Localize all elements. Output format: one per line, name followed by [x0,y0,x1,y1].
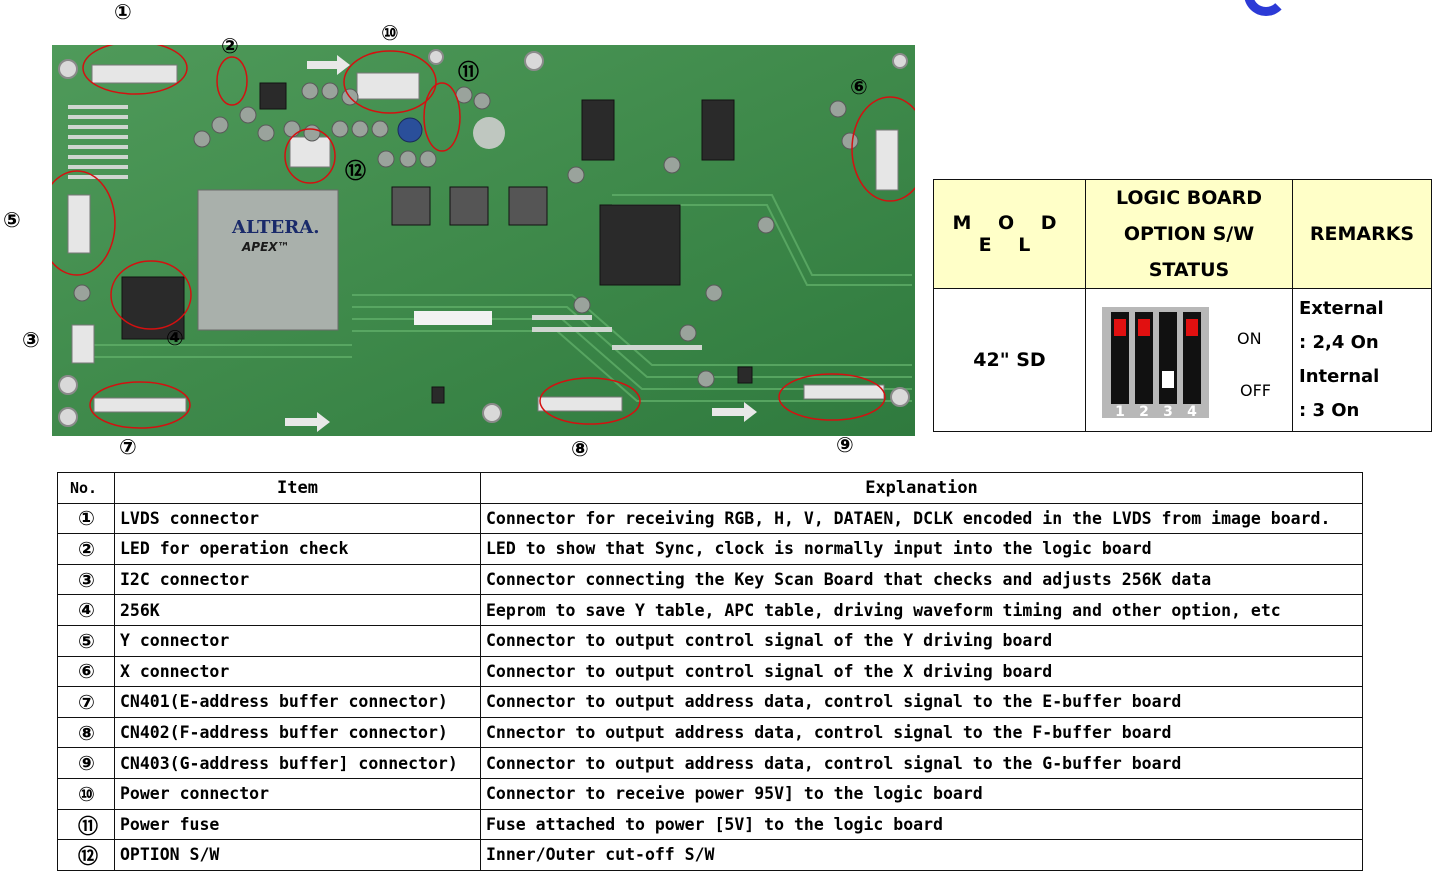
no-cell: ⑦ [57,686,115,718]
on-label: ON [1237,329,1262,348]
dip-number: 2 [1139,404,1149,418]
item-cell: X connector [114,655,481,688]
off-label: OFF [1240,381,1271,400]
dip-switch-3 [1159,312,1177,404]
dip-knob-3 [1162,371,1174,388]
altera-print: ALTERA. [231,217,319,238]
logic-header-line: LOGIC BOARD [1115,187,1263,209]
model-value: 42" SD [933,288,1086,432]
dip-number: 1 [1115,404,1125,418]
table-header-row: No. Item Explanation [57,472,1363,504]
no-cell: ⑫ [57,839,115,871]
explanation-cell: Connector to output address data, contro… [480,686,1363,718]
explanation-cell: Fuse attached to power [5V] to the logic… [480,808,1363,841]
logic-header-line: STATUS [1148,259,1230,281]
callout-label: ⑨ [836,433,854,457]
item-cell: LVDS connector [114,502,481,535]
explanation-cell: Connector to output control signal of th… [480,624,1363,657]
no-cell: ⑩ [57,777,115,810]
callout-label: ⑪ [458,60,479,84]
no-cell: ① [57,502,115,535]
item-cell: CN402(F-address buffer connector) [114,716,481,749]
remarks-line: : 3 On [1299,400,1360,421]
remarks-value: External : 2,4 On Internal : 3 On [1292,288,1432,432]
remarks-line: : 2,4 On [1299,332,1379,353]
no-cell: ⑥ [57,655,115,688]
no-cell: ④ [57,594,115,626]
item-cell: CN401(E-address buffer connector) [114,686,481,718]
dip-knob-4 [1186,319,1198,336]
no-cell: ② [57,533,115,565]
explanation-cell: Cnnector to output address data, control… [480,716,1363,749]
item-cell: LED for operation check [114,533,481,565]
no-cell: ⑪ [57,808,115,841]
explanation-cell: Connector to output control signal of th… [480,655,1363,688]
item-cell: OPTION S/W [114,839,481,871]
callout-label: ④ [166,326,184,350]
apex-print: APEX™ [241,240,290,254]
no-cell: ③ [57,563,115,596]
logic-board-photo: ALTERA. APEX™ [52,45,915,436]
logo-fragment [1244,0,1288,16]
callout-label: ⑦ [119,435,137,459]
item-cell: CN403(G-address buffer] connector) [114,747,481,779]
remarks-header: REMARKS [1292,179,1432,289]
item-cell: Y connector [114,624,481,657]
dip-knob-1 [1114,319,1126,336]
explanation-cell: Connector for receiving RGB, H, V, DATAE… [480,502,1363,535]
logic-header-line: OPTION S/W [1123,223,1255,245]
callout-label: ⑫ [345,159,366,183]
callout-label: ① [114,0,132,24]
item-cell: Power connector [114,777,481,810]
explanation-cell: Connector connecting the Key Scan Board … [480,563,1363,596]
callout-label: ⑥ [850,75,868,99]
explanation-cell: LED to show that Sync, clock is normally… [480,533,1363,565]
option-switch-table: M O D E L LOGIC BOARD OPTION S/W STATUS … [933,179,1432,432]
dip-number: 3 [1163,404,1173,418]
item-cell: 256K [114,594,481,626]
remarks-line: Internal [1299,366,1380,387]
no-cell: ⑧ [57,716,115,749]
model-header: M O D E L [933,179,1086,289]
remarks-line: External [1299,298,1384,319]
no-cell: ⑨ [57,747,115,779]
item-column-header: Item [114,472,481,504]
explanation-cell: Inner/Outer cut-off S/W [480,839,1363,871]
logic-board-header: LOGIC BOARD OPTION S/W STATUS [1085,179,1293,289]
callout-label: ③ [22,328,40,352]
explanation-column-header: Explanation [480,472,1363,504]
explanation-cell: Connector to output address data, contro… [480,747,1363,779]
no-cell: ⑤ [57,624,115,657]
no-column-header: No. [57,472,115,504]
callout-label: ⑩ [381,21,399,45]
callout-label: ② [221,34,239,58]
explanation-cell: Connector to receive power 95V] to the l… [480,777,1363,810]
callout-label: ⑧ [571,437,589,461]
item-cell: I2C connector [114,563,481,596]
item-cell: Power fuse [114,808,481,841]
callout-label: ⑤ [3,208,21,232]
explanation-cell: Eeprom to save Y table, APC table, drivi… [480,594,1363,626]
dip-knob-2 [1138,319,1150,336]
dip-number: 4 [1187,404,1197,418]
